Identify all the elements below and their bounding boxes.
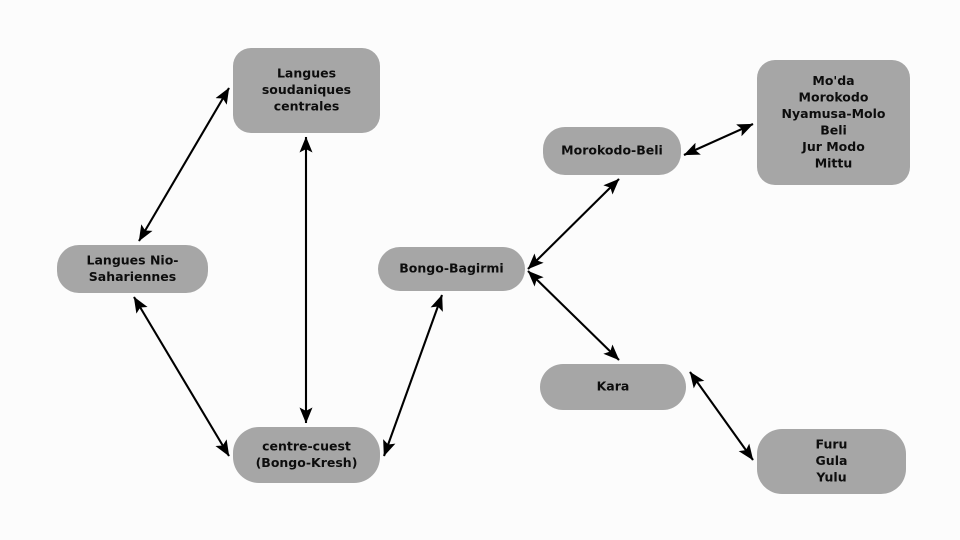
node-shape	[757, 429, 906, 494]
node-bongo-bagirmi[interactable]: Bongo-Bagirmi	[378, 247, 525, 291]
node-langues-nilo-sahariennes[interactable]: Langues Nio-Sahariennes	[57, 245, 208, 293]
edge-nilo-saharan-to-central-sudanic	[138, 87, 230, 242]
node-shape	[57, 245, 208, 293]
edges-layer	[133, 87, 754, 461]
node-shape	[233, 427, 380, 483]
node-morokodo-beli[interactable]: Morokodo-Beli	[543, 127, 681, 175]
node-shape	[540, 364, 686, 410]
node-shape	[757, 60, 910, 185]
edge-kara-to-furu-gula-yulu	[689, 371, 754, 461]
edge-centre-ouest-to-bongo-bagirmi	[383, 294, 443, 457]
edge-bongo-bagirmi-to-morokodo-beli	[527, 178, 620, 270]
edge-morokodo-beli-to-moda-group	[683, 123, 754, 156]
node-shape	[233, 48, 380, 133]
node-kara[interactable]: Kara	[540, 364, 686, 410]
node-shape	[543, 127, 681, 175]
edge-bongo-bagirmi-to-kara	[527, 270, 620, 361]
node-shape	[378, 247, 525, 291]
node-centre-ouest-bongo-kresh[interactable]: centre-cuest(Bongo-Kresh)	[233, 427, 380, 483]
edge-nilo-saharan-to-centre-ouest	[133, 296, 230, 457]
